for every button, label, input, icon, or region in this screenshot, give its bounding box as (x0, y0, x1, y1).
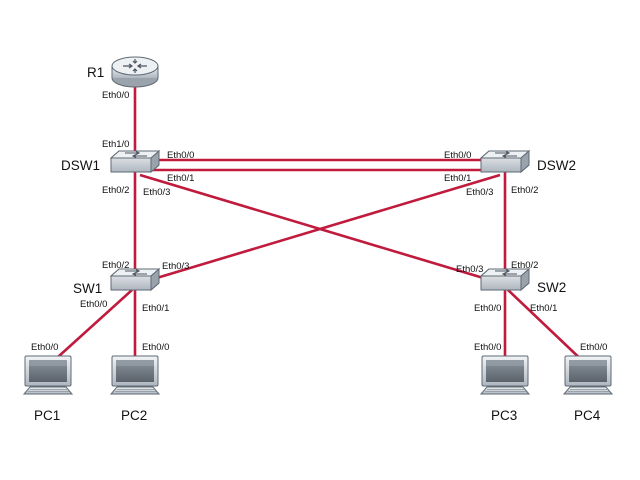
pc-icon (110, 355, 160, 395)
switch-icon (480, 150, 530, 173)
port-label-r1-eth0-0: Eth0/0 (102, 90, 129, 101)
pc-pc3[interactable] (480, 355, 530, 395)
port-label-dsw1-eth0-0: Eth0/0 (167, 150, 194, 161)
port-label-sw1-eth0-2: Eth0/2 (102, 260, 129, 271)
switch-dsw2[interactable] (480, 150, 530, 173)
pc-icon (480, 355, 530, 395)
link-dsw2-sw1 (139, 173, 501, 285)
pc-pc4[interactable] (563, 355, 613, 395)
port-label-dsw1-eth0-2: Eth0/2 (102, 185, 129, 196)
device-label-pc4: PC4 (574, 408, 601, 423)
port-label-dsw1-eth1-0: Eth1/0 (102, 139, 129, 150)
pc-icon (563, 355, 613, 395)
port-label-pc2-eth0-0: Eth0/0 (142, 342, 169, 353)
port-label-dsw2-eth0-0: Eth0/0 (444, 150, 471, 161)
router-icon (111, 56, 159, 88)
device-label-sw1: SW1 (73, 281, 102, 296)
port-label-sw2-eth0-0: Eth0/0 (474, 303, 501, 314)
port-label-sw1-eth0-3: Eth0/3 (162, 261, 189, 272)
device-label-dsw2: DSW2 (537, 158, 576, 173)
device-label-pc3: PC3 (491, 408, 517, 423)
port-label-pc4-eth0-0: Eth0/0 (580, 342, 607, 353)
switch-icon (110, 150, 160, 173)
port-label-sw2-eth0-1: Eth0/1 (530, 303, 557, 314)
router-r1[interactable] (111, 56, 159, 88)
port-label-sw2-eth0-2: Eth0/2 (511, 260, 538, 271)
switch-icon (110, 268, 160, 291)
links (47, 80, 589, 367)
port-label-sw1-eth0-0: Eth0/0 (80, 299, 107, 310)
port-label-dsw2-eth0-2: Eth0/2 (511, 185, 538, 196)
switch-icon (480, 268, 530, 291)
switch-sw1[interactable] (110, 268, 160, 291)
port-label-pc3-eth0-0: Eth0/0 (474, 342, 501, 353)
device-label-dsw1: DSW1 (61, 158, 100, 173)
device-label-sw2: SW2 (537, 280, 566, 295)
link-sw1-pc1 (47, 289, 133, 367)
device-label-r1: R1 (87, 65, 104, 80)
port-label-dsw1-eth0-3: Eth0/3 (143, 187, 170, 198)
port-label-dsw2-eth0-3: Eth0/3 (466, 187, 493, 198)
port-label-sw1-eth0-1: Eth0/1 (142, 303, 169, 314)
device-label-pc2: PC2 (121, 408, 147, 423)
port-labels: Eth0/0 Eth1/0 Eth0/0 Eth0/0 Eth0/1 Eth0/… (31, 90, 607, 353)
link-sw2-pc4 (507, 289, 589, 367)
pc-pc2[interactable] (110, 355, 160, 395)
port-label-dsw1-eth0-1: Eth0/1 (167, 173, 194, 184)
device-label-pc1: PC1 (34, 408, 60, 423)
port-label-sw2-eth0-3: Eth0/3 (456, 264, 483, 275)
switch-sw2[interactable] (480, 268, 530, 291)
pc-pc1[interactable] (23, 355, 73, 395)
port-label-dsw2-eth0-1: Eth0/1 (444, 173, 471, 184)
switch-dsw1[interactable] (110, 150, 160, 173)
pc-icon (23, 355, 73, 395)
port-label-pc1-eth0-0: Eth0/0 (31, 342, 58, 353)
